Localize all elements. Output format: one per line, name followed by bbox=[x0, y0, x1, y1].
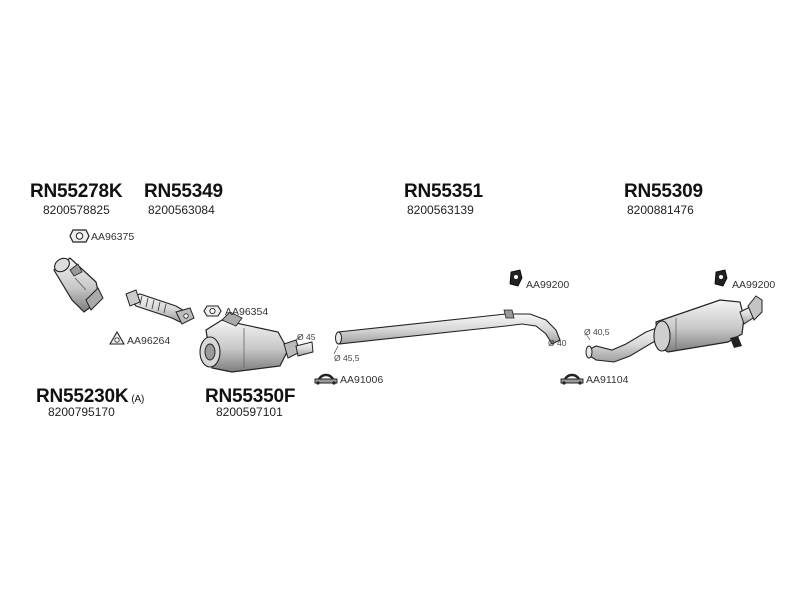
rear-silencer-rn55309 bbox=[585, 295, 763, 363]
flex-pipe-rn55349 bbox=[125, 289, 195, 325]
dimension-label-d45: Ø 45 bbox=[297, 332, 316, 342]
accessory-label-aa96354[interactable]: AA96354 bbox=[225, 306, 269, 318]
intermediate-pipe-rn55351 bbox=[335, 309, 561, 345]
manifold-catalyst-rn55278k bbox=[53, 257, 104, 313]
gasket-aa96264-icon bbox=[109, 330, 125, 345]
dimension-label-d40-5: Ø 40,5 bbox=[584, 327, 610, 337]
dim-leader-40-5 bbox=[585, 333, 591, 341]
dim-leader-45 bbox=[295, 335, 301, 341]
accessory-label-aa99200-b[interactable]: AA99200 bbox=[732, 279, 776, 291]
oem-number-rn55349: 8200563084 bbox=[148, 203, 215, 217]
oem-number-rn55351: 8200563139 bbox=[407, 203, 474, 217]
clamp-aa91104-icon bbox=[560, 373, 584, 385]
particulate-filter-rn55350f bbox=[199, 311, 314, 373]
part-code-rn55230k[interactable]: RN55230K(A) bbox=[36, 387, 144, 406]
accessory-label-aa91006[interactable]: AA91006 bbox=[340, 374, 384, 386]
accessory-label-aa99200[interactable]: AA99200 bbox=[526, 279, 570, 291]
rubber-hanger-aa99200-icon bbox=[509, 269, 523, 287]
accessory-label-aa91104[interactable]: AA91104 bbox=[586, 374, 629, 386]
gasket-aa96354-icon bbox=[203, 305, 222, 317]
oem-number-rn55278k: 8200578825 bbox=[43, 203, 110, 217]
oem-number-rn55230k: 8200795170 bbox=[48, 405, 115, 419]
oem-number-rn55309: 8200881476 bbox=[627, 203, 694, 217]
rubber-hanger-aa99200-b-icon bbox=[714, 269, 728, 287]
gasket-aa96375-icon bbox=[69, 229, 90, 243]
dimension-label-d40: Ø 40 bbox=[548, 338, 567, 348]
part-code-rn55349[interactable]: RN55349 bbox=[144, 181, 223, 202]
oem-number-rn55350f: 8200597101 bbox=[216, 405, 283, 419]
part-note-rn55230k: (A) bbox=[131, 394, 145, 405]
part-code-rn55309[interactable]: RN55309 bbox=[624, 181, 703, 202]
part-code-rn55351[interactable]: RN55351 bbox=[404, 181, 483, 202]
dimension-label-d45-5: Ø 45,5 bbox=[334, 353, 360, 363]
part-code-rn55230k-text: RN55230K bbox=[36, 386, 129, 407]
accessory-label-aa96375[interactable]: AA96375 bbox=[91, 231, 135, 243]
part-code-rn55350f[interactable]: RN55350F bbox=[205, 386, 296, 407]
accessory-label-aa96264[interactable]: AA96264 bbox=[127, 335, 171, 347]
clamp-aa91006-icon bbox=[314, 373, 338, 385]
part-code-rn55278k[interactable]: RN55278K bbox=[30, 181, 123, 202]
dim-leader-45-5 bbox=[333, 345, 339, 355]
